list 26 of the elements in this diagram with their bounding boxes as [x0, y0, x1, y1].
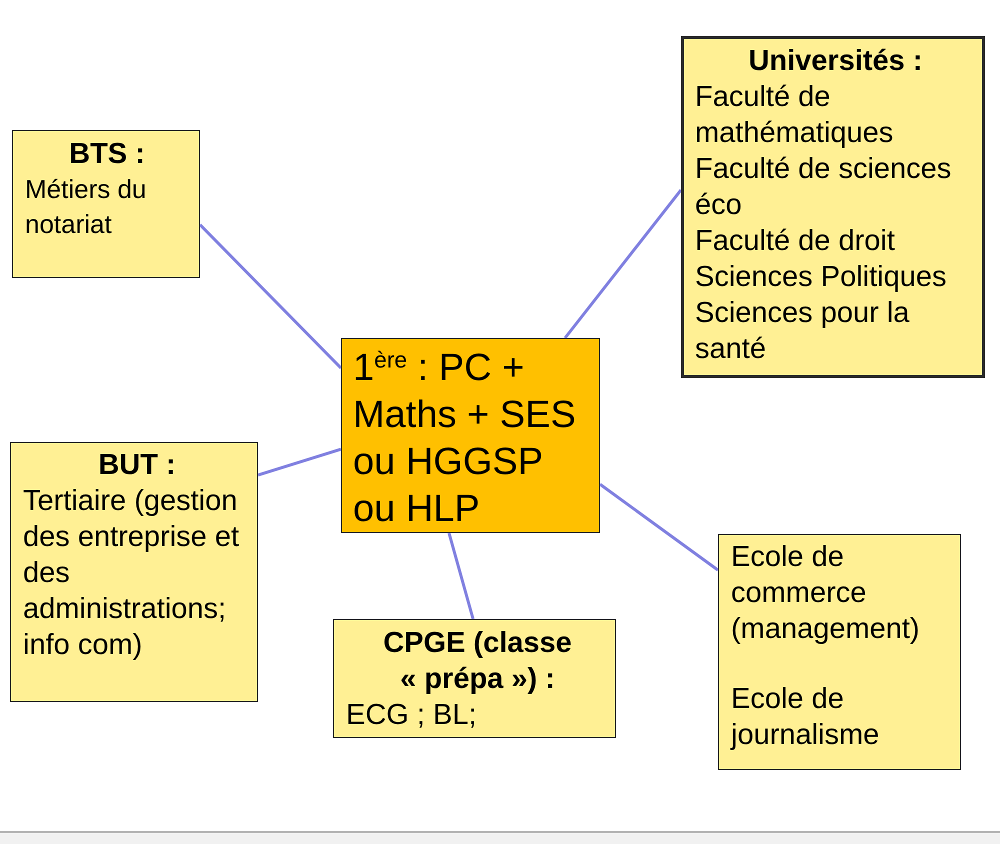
box-text: Faculté de droit [695, 224, 896, 259]
box-heading: BTS : [68, 137, 146, 172]
info-box [718, 534, 961, 770]
info-box [10, 442, 258, 702]
box-text: 1$^{ère}$ : PC + Maths + SES ou HGGSP ou HLP [353, 345, 577, 532]
box-heading: BUT : [97, 448, 177, 483]
box-text: ECG ; BL; [346, 698, 478, 733]
connector-line [599, 483, 719, 572]
box-text: Ecole de commerce (management) [731, 540, 921, 647]
box-text: Ecole de journalisme [731, 682, 880, 753]
box-text: Métiers du notariat [25, 173, 148, 241]
connector-line [564, 188, 682, 339]
central-box [341, 338, 600, 533]
box-text: Tertiaire (gestion des entreprise et des administrations; info com) [23, 484, 240, 663]
info-box [12, 130, 200, 278]
box-heading: Universités : [747, 44, 924, 79]
box-text: Sciences pour la santé [695, 296, 910, 367]
info-box [681, 36, 985, 378]
box-heading: CPGE (classe « prépa ») : [382, 626, 573, 697]
box-text: Faculté de sciences éco [695, 152, 952, 223]
connector-line [448, 532, 475, 620]
info-box [333, 619, 616, 738]
box-text: Faculté de mathématiques [695, 80, 894, 151]
connector-line [198, 224, 342, 370]
connector-line [258, 448, 342, 476]
box-text: Sciences Politiques [695, 260, 948, 295]
